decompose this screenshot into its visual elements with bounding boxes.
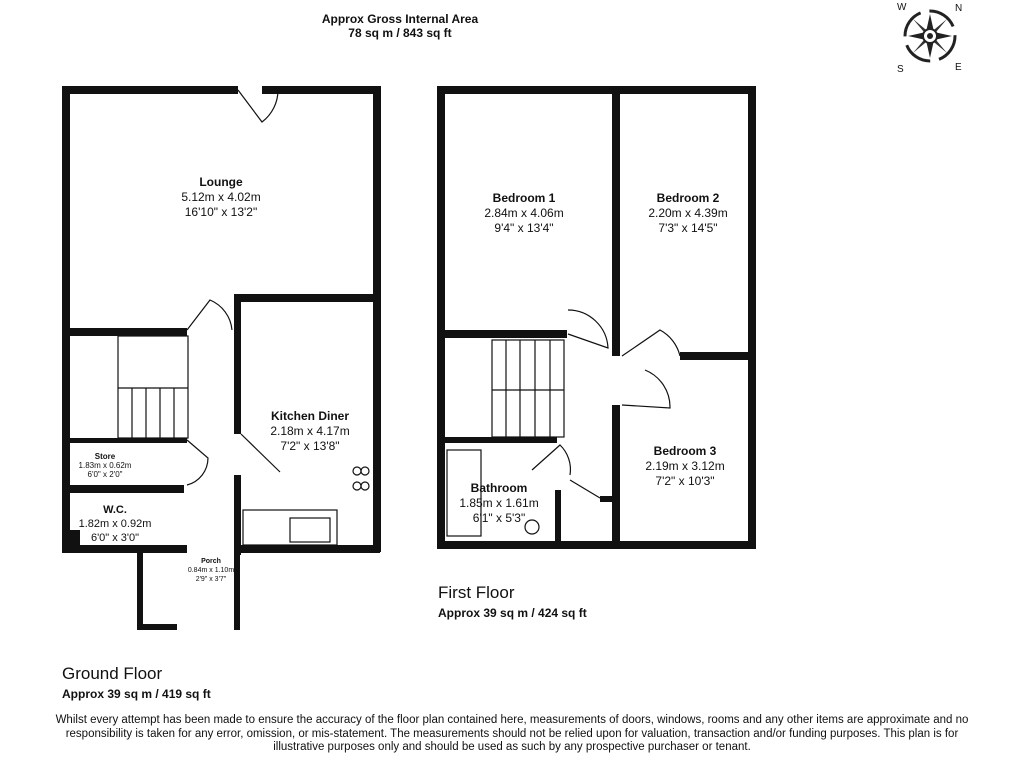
ground-floor-name: Ground Floor (62, 664, 163, 683)
svg-text:W.C.: W.C. (103, 504, 127, 516)
svg-text:Porch: Porch (201, 558, 221, 565)
svg-text:Lounge: Lounge (199, 175, 243, 189)
ground-floor-caption: Ground Floor Approx 39 sq m / 419 sq ft (62, 664, 211, 701)
first-floor-name: First Floor (438, 583, 515, 602)
room-wc: W.C. 1.82m x 0.92m 6'0" x 3'0" (79, 504, 152, 544)
svg-text:Bathroom: Bathroom (471, 481, 528, 495)
svg-text:1.82m x 0.92m: 1.82m x 0.92m (79, 518, 152, 530)
compass-w: W (897, 2, 907, 13)
gross-area-header: Approx Gross Internal Area 78 sq m / 843… (0, 12, 800, 40)
svg-text:2.19m x 3.12m: 2.19m x 3.12m (645, 459, 724, 473)
ground-floor-area: Approx 39 sq m / 419 sq ft (62, 687, 211, 701)
room-porch: Porch 0.84m x 1.10m 2'9" x 3'7" (188, 558, 234, 583)
compass-n: N (955, 3, 962, 14)
disclaimer: Whilst every attempt has been made to en… (55, 714, 969, 753)
svg-text:2.84m x 4.06m: 2.84m x 4.06m (484, 206, 563, 220)
first-floor-walls (437, 86, 756, 549)
svg-text:9'4" x 13'4": 9'4" x 13'4" (494, 221, 553, 235)
svg-text:7'2" x 10'3": 7'2" x 10'3" (655, 474, 714, 488)
svg-text:Bedroom 2: Bedroom 2 (657, 191, 720, 205)
first-floor-stairs (446, 309, 681, 537)
header-area: 78 sq m / 843 sq ft (348, 26, 452, 40)
svg-text:1.85m x 1.61m: 1.85m x 1.61m (459, 496, 538, 510)
svg-text:Store: Store (95, 452, 116, 461)
svg-text:2'9" x 3'7": 2'9" x 3'7" (196, 576, 227, 583)
first-floor-area: Approx 39 sq m / 424 sq ft (438, 606, 587, 620)
header-title: Approx Gross Internal Area (321, 12, 479, 26)
svg-text:6'0" x 2'0": 6'0" x 2'0" (88, 470, 123, 479)
svg-text:Kitchen Diner: Kitchen Diner (271, 409, 349, 423)
svg-text:Bedroom 3: Bedroom 3 (654, 444, 717, 458)
svg-text:0.84m x 1.10m: 0.84m x 1.10m (188, 567, 234, 574)
compass-rose-icon: N E S W (897, 2, 962, 75)
svg-text:6'1" x 5'3": 6'1" x 5'3" (473, 511, 525, 525)
ground-floor-stairs (117, 89, 370, 546)
svg-text:2.18m x 4.17m: 2.18m x 4.17m (270, 424, 349, 438)
svg-text:7'3" x 14'5": 7'3" x 14'5" (658, 221, 717, 235)
svg-text:6'0" x 3'0": 6'0" x 3'0" (91, 532, 139, 544)
svg-text:7'2" x 13'8": 7'2" x 13'8" (280, 439, 339, 453)
svg-text:5.12m x 4.02m: 5.12m x 4.02m (181, 190, 260, 204)
compass-s: S (897, 64, 904, 75)
svg-text:2.20m x 4.39m: 2.20m x 4.39m (648, 206, 727, 220)
svg-text:Bedroom 1: Bedroom 1 (493, 191, 556, 205)
svg-text:1.83m x 0.62m: 1.83m x 0.62m (79, 461, 132, 470)
svg-text:16'10" x 13'2": 16'10" x 13'2" (185, 205, 258, 219)
compass-e: E (955, 62, 962, 73)
first-floor-caption: First Floor Approx 39 sq m / 424 sq ft (438, 583, 587, 620)
ground-floor-walls (62, 86, 381, 630)
